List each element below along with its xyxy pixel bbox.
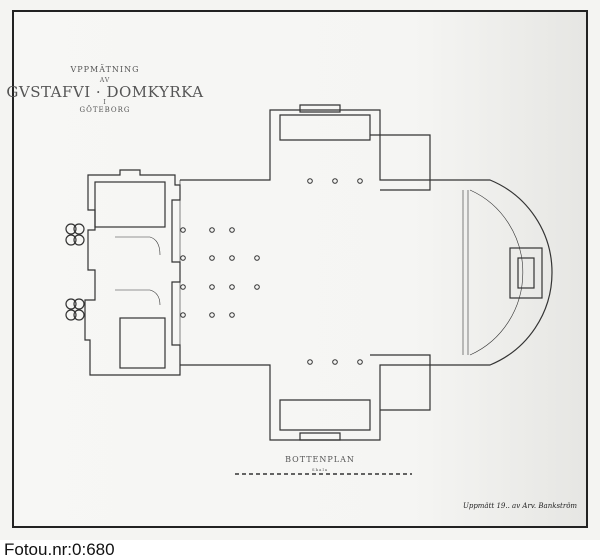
title-line-3: GVSTAFVI · DOMKYRKA	[6, 83, 204, 101]
column	[229, 312, 235, 318]
column	[357, 178, 363, 184]
signature: Uppmätt 19.. av Arv. Bankström	[462, 502, 578, 510]
drawing-sheet	[12, 10, 588, 528]
column	[209, 255, 215, 261]
column	[180, 227, 186, 233]
west-tower	[84, 169, 181, 376]
column	[180, 312, 186, 318]
south-sacristy	[279, 354, 431, 441]
column	[229, 255, 235, 261]
column	[332, 359, 338, 365]
west-room	[94, 181, 166, 228]
column	[209, 227, 215, 233]
photo-caption: Fotou.nr:0:680	[4, 540, 115, 559]
nave-wall	[180, 109, 460, 441]
title-line-1: VPPMÄTNING	[70, 65, 140, 74]
column	[254, 284, 260, 290]
floor-plan	[65, 104, 553, 475]
column	[357, 359, 363, 365]
chancel-wall	[460, 179, 553, 366]
column	[180, 284, 186, 290]
column	[229, 284, 235, 290]
chancel-inner	[469, 189, 524, 356]
column	[209, 284, 215, 290]
nave-columns	[180, 178, 363, 365]
column	[307, 359, 313, 365]
column	[307, 178, 313, 184]
column	[180, 255, 186, 261]
altar	[509, 247, 543, 299]
column	[229, 227, 235, 233]
title-line-2: AV	[99, 77, 111, 84]
column	[332, 178, 338, 184]
staircase	[115, 236, 161, 306]
north-sacristy	[279, 104, 431, 191]
west-room-south	[119, 317, 166, 369]
column	[209, 312, 215, 318]
title-line-4: I	[103, 99, 107, 106]
plan-label: BOTTENPLAN	[285, 455, 355, 464]
altar-inner	[517, 257, 535, 289]
scale-label: Skala	[311, 467, 329, 472]
column	[254, 255, 260, 261]
title-line-5: GÖTEBORG	[79, 106, 131, 114]
tower-columns	[65, 223, 85, 321]
photograph: VPPMÄTNING AV GVSTAFVI · DOMKYRKA I GÖTE…	[0, 0, 600, 540]
